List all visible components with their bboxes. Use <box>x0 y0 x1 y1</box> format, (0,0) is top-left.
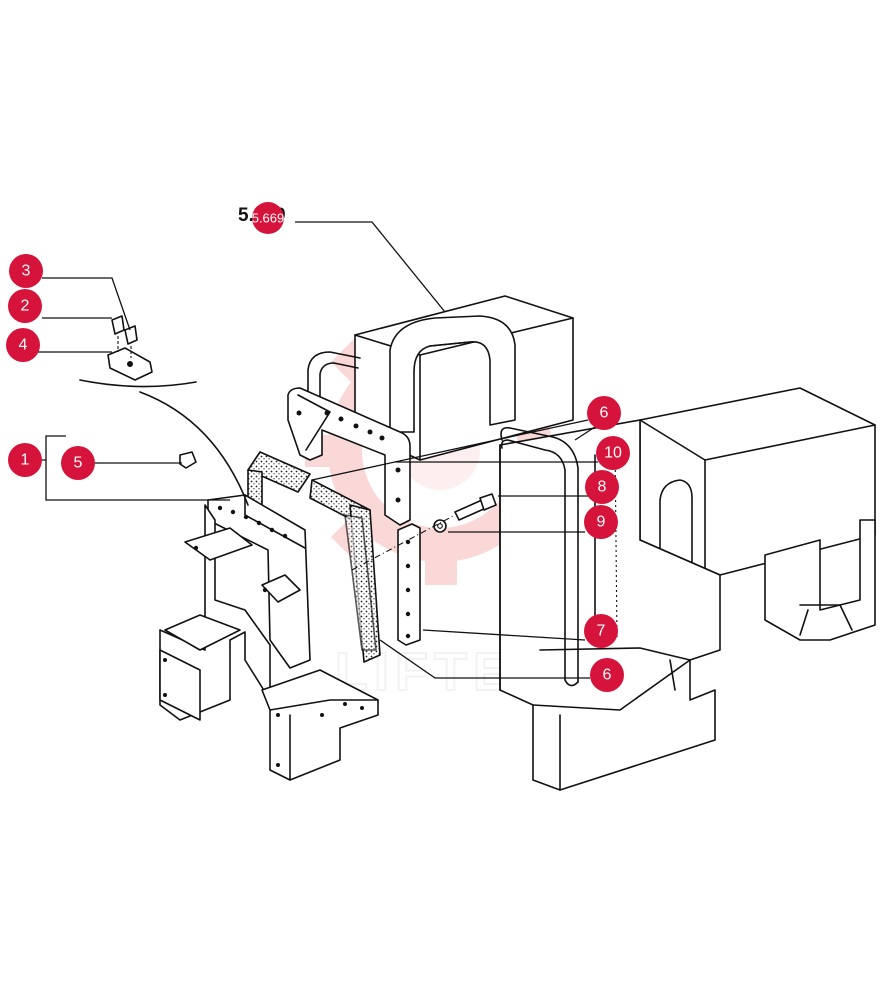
leader-lines <box>38 221 599 679</box>
callout-8[interactable]: 8 <box>585 470 619 504</box>
callout-5[interactable]: 5 <box>61 446 95 480</box>
callout-10[interactable]: 10 <box>596 436 630 470</box>
callout-4[interactable]: 4 <box>6 328 40 362</box>
callout-4-text: 4 <box>19 337 28 354</box>
callout-7[interactable]: 7 <box>584 614 618 648</box>
bolt-washer <box>351 493 497 571</box>
seal-strip <box>247 451 381 663</box>
callout-6-top[interactable]: 6 <box>587 396 621 430</box>
callout-2-text: 2 <box>21 298 30 315</box>
callout-8-text: 8 <box>598 479 607 496</box>
callout-6-top-text: 6 <box>600 405 609 422</box>
callout-1[interactable]: 1 <box>8 443 42 477</box>
panel-frame <box>287 387 411 526</box>
callout-9-text: 9 <box>597 514 606 531</box>
callout-7-text: 7 <box>597 623 606 640</box>
reference-label[interactable]: 5.669 5.669 <box>238 202 286 234</box>
reference-badge-text: 5.669 <box>252 211 285 226</box>
rear-tube-frame <box>307 351 361 401</box>
callout-10-text: 10 <box>604 445 622 462</box>
callout-5-text: 5 <box>74 455 83 472</box>
tractor-body <box>354 295 876 791</box>
side-plate <box>397 523 421 646</box>
detail-inset <box>79 315 249 506</box>
callout-6-bottom[interactable]: 6 <box>590 658 624 692</box>
callout-3-text: 3 <box>22 263 31 280</box>
callout-1-text: 1 <box>21 452 30 469</box>
handrail <box>500 426 579 687</box>
callout-9[interactable]: 9 <box>584 505 618 539</box>
callout-3[interactable]: 3 <box>9 254 43 288</box>
reference-badge[interactable]: 5.669 <box>252 202 285 234</box>
callout-6-bottom-text: 6 <box>603 667 612 684</box>
callout-2[interactable]: 2 <box>8 289 42 323</box>
mounting-frame <box>159 494 379 781</box>
